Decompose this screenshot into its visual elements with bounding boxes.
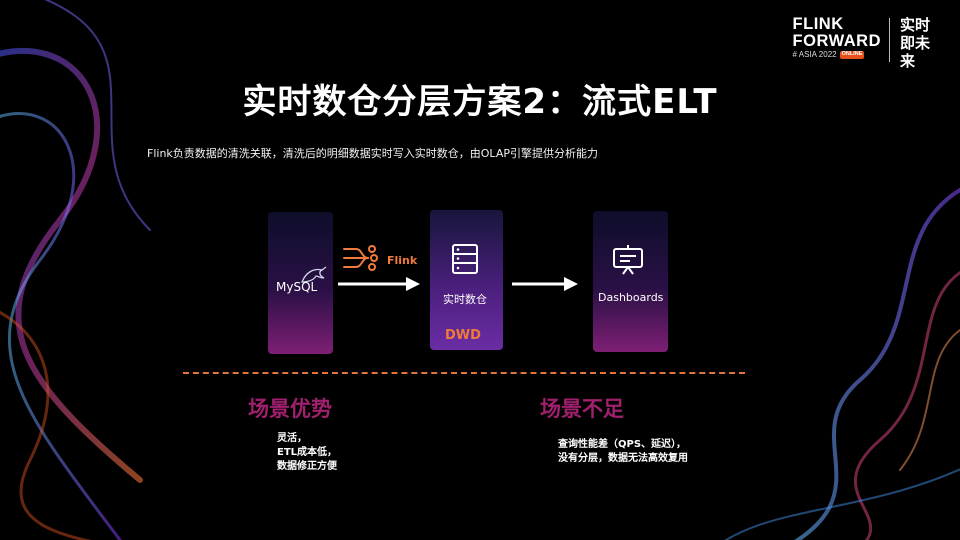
- logo-chinese-slogan: 实时即未来: [900, 16, 934, 70]
- warehouse-label: 实时数仓: [443, 291, 487, 307]
- flink-label: Flink: [387, 254, 417, 267]
- flow-arrow-1: [338, 276, 422, 292]
- dwd-layer-label: DWD: [445, 328, 481, 343]
- advantage-item: 数据修正方便: [277, 460, 337, 474]
- advantage-item: 灵活，: [277, 432, 337, 446]
- flink-stream-icon: [342, 244, 380, 272]
- advantages-list: 灵活， ETL成本低， 数据修正方便: [277, 432, 337, 474]
- logo-wordmark: FLINK FORWARD # ASIA 2022 ONLINE: [793, 16, 881, 59]
- section-divider: [183, 372, 745, 374]
- disadvantage-item: 查询性能差（QPS、延迟），: [558, 438, 688, 452]
- logo-line-1: FLINK: [793, 16, 881, 33]
- presentation-board-icon: [611, 244, 645, 278]
- disadvantage-item: 没有分层，数据无法高效复用: [558, 452, 688, 466]
- flow-arrow-2: [512, 276, 580, 292]
- dashboards-card: [593, 211, 668, 352]
- source-label: MySQL: [276, 280, 317, 294]
- disadvantages-list: 查询性能差（QPS、延迟）， 没有分层，数据无法高效复用: [558, 438, 688, 466]
- logo-divider: [889, 18, 890, 62]
- disadvantages-heading: 场景不足: [540, 393, 624, 423]
- logo-online-badge: ONLINE: [840, 51, 865, 59]
- advantages-heading: 场景优势: [248, 393, 332, 423]
- logo-year: # ASIA 2022: [793, 51, 837, 59]
- advantage-item: ETL成本低，: [277, 446, 337, 460]
- slide-subtitle: Flink负责数据的清洗关联，清洗后的明细数据实时写入实时数仓，由OLAP引擎提…: [147, 145, 598, 161]
- logo-subline: # ASIA 2022 ONLINE: [793, 51, 881, 59]
- logo-line-2: FORWARD: [793, 33, 881, 50]
- slide-title: 实时数仓分层方案2：流式ELT: [0, 74, 960, 123]
- event-logo: FLINK FORWARD # ASIA 2022 ONLINE 实时即未来: [793, 16, 934, 70]
- dashboards-label: Dashboards: [598, 291, 663, 304]
- database-stack-icon: [450, 243, 480, 275]
